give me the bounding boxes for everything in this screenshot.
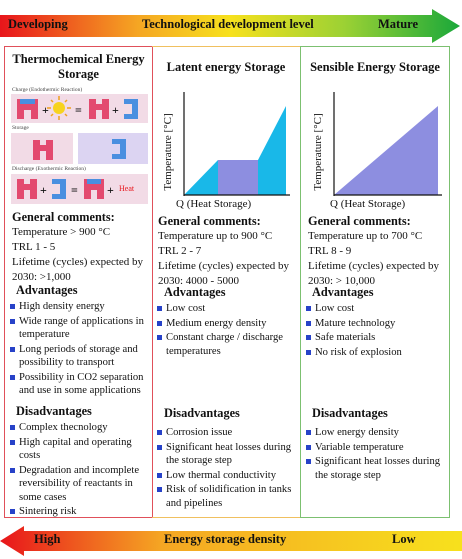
arrow-label-high: High xyxy=(34,532,61,546)
thermochemical-comments: Temperature > 900 °C TRL 1 - 5 Lifetime … xyxy=(12,225,150,284)
list-item: High capital and operating costs xyxy=(10,436,151,463)
storage-icon xyxy=(33,139,126,160)
latent-heat-chart xyxy=(183,92,290,196)
latent-title: Latent energy Storage xyxy=(166,60,286,74)
list-item: Corrosion issue xyxy=(157,426,299,440)
latent-comments: Temperature up to 900 °C TRL 2 - 7 Lifet… xyxy=(158,229,298,288)
list-item: Degradation and incomplete reversibility… xyxy=(10,464,151,505)
list-item: Safe materials xyxy=(306,331,448,345)
sensible-y-axis-label: Temperature [°C] xyxy=(312,113,324,191)
list-item: Wide range of applications in temperatur… xyxy=(10,315,151,342)
latent-comment-trl: TRL 2 - 7 xyxy=(158,244,202,257)
sensible-disadvantages-list: Low energy density Variable temperature … xyxy=(306,426,448,483)
latent-advantages-list: Low cost Medium energy density Constant … xyxy=(157,302,299,359)
list-item: Variable temperature xyxy=(306,441,448,455)
list-item: Low cost xyxy=(157,302,299,316)
svg-text:+: + xyxy=(40,183,47,197)
sensible-advantages-list: Low cost Mature technology Safe material… xyxy=(306,302,448,360)
list-item: High density energy xyxy=(10,300,151,314)
sensible-disadvantages-heading: Disadvantages xyxy=(312,406,388,420)
list-item: Significant heat losses during the stora… xyxy=(306,455,448,482)
storage-label: Storage xyxy=(12,125,29,131)
list-item: Long periods of storage and possibility … xyxy=(10,343,151,370)
thermochemical-disadvantages-heading: Disadvantages xyxy=(16,404,92,418)
density-arrow xyxy=(0,526,462,556)
latent-comment-lifetime: Lifetime (cycles) expected by 2030: 4000… xyxy=(158,259,290,287)
discharge-label: Discharge (Exothermic Reaction) xyxy=(12,166,86,172)
list-item: Medium energy density xyxy=(157,317,299,331)
list-item: Sintering risk xyxy=(10,505,151,519)
thermochemical-comments-heading: General comments: xyxy=(12,210,115,224)
list-item: Mature technology xyxy=(306,317,448,331)
sensible-title: Sensible Energy Storage xyxy=(310,60,440,74)
list-item: Possibility in CO2 separation and use in… xyxy=(10,371,151,398)
thermochemical-comment-trl: TRL 1 - 5 xyxy=(12,240,56,253)
latent-disadvantages-heading: Disadvantages xyxy=(164,406,240,420)
list-item: Complex thecnology xyxy=(10,421,151,435)
latent-comments-heading: General comments: xyxy=(158,214,261,228)
discharge-reaction-icon: + = + xyxy=(17,179,114,199)
charge-reaction-icon: + = + xyxy=(17,96,138,120)
latent-y-axis-label: Temperature [°C] xyxy=(162,113,174,191)
arrow-label-low: Low xyxy=(392,532,416,546)
svg-text:+: + xyxy=(42,103,49,117)
latent-x-axis-label: Q (Heat Storage) xyxy=(176,198,252,210)
thermochemical-title: Thermochemical Energy Storage xyxy=(12,52,145,81)
arrow-label-mature: Mature xyxy=(378,17,419,31)
charge-label: Charge (Endothermic Reaction) xyxy=(12,87,83,93)
list-item: No risk of explosion xyxy=(306,346,448,360)
arrow-label-developing: Developing xyxy=(8,17,68,31)
sensible-comments-heading: General comments: xyxy=(308,214,411,228)
thermochemical-advantages-list: High density energy Wide range of applic… xyxy=(10,300,151,399)
heat-label: Heat xyxy=(119,184,135,193)
svg-text:=: = xyxy=(75,103,82,117)
sensible-comment-temperature: Temperature up to 700 °C xyxy=(308,230,423,242)
thermochemical-comment-temperature: Temperature > 900 °C xyxy=(12,226,111,238)
sensible-comment-lifetime: Lifetime (cycles) expected by 2030: > 10… xyxy=(308,259,440,287)
thermochemical-advantages-heading: Advantages xyxy=(16,283,78,297)
thermochemical-column xyxy=(4,46,153,518)
list-item: Constant charge / discharge temperatures xyxy=(157,331,299,358)
sensible-comments: Temperature up to 700 °C TRL 8 - 9 Lifet… xyxy=(308,229,448,288)
list-item: Low thermal conductivity xyxy=(157,469,299,483)
svg-text:=: = xyxy=(71,183,78,197)
sensible-comment-trl: TRL 8 - 9 xyxy=(308,244,352,257)
list-item: Risk of solidification in tanks and pipe… xyxy=(157,483,299,510)
sensible-x-axis-label: Q (Heat Storage) xyxy=(330,198,406,210)
sensible-column xyxy=(300,46,450,518)
list-item: Low energy density xyxy=(306,426,448,440)
svg-text:+: + xyxy=(112,103,119,117)
arrow-title-energy-density: Energy storage density xyxy=(164,532,287,546)
arrow-title-technological: Technological development level xyxy=(142,17,314,31)
latent-advantages-heading: Advantages xyxy=(164,285,226,299)
maturity-arrow xyxy=(0,9,460,43)
svg-text:+: + xyxy=(107,183,114,197)
thermochemical-disadvantages-list: Complex thecnology High capital and oper… xyxy=(10,421,151,520)
list-item: Low cost xyxy=(306,302,448,316)
latent-disadvantages-list: Corrosion issue Significant heat losses … xyxy=(157,426,299,511)
latent-comment-temperature: Temperature up to 900 °C xyxy=(158,230,273,242)
latent-column xyxy=(152,46,300,518)
thermochemical-comment-lifetime: Lifetime (cycles) expected by 2030: >1,0… xyxy=(12,255,144,283)
sensible-heat-chart xyxy=(333,92,442,196)
sensible-advantages-heading: Advantages xyxy=(312,285,374,299)
list-item: Significant heat losses during the stora… xyxy=(157,441,299,468)
